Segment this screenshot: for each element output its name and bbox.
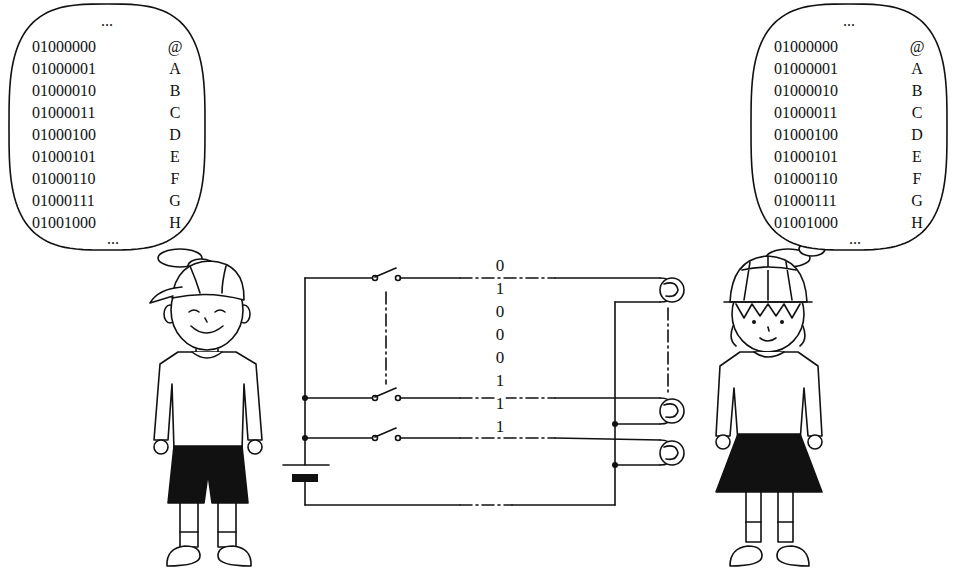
bit-digit: 1 — [495, 395, 506, 412]
character: D — [911, 127, 923, 143]
lamp-symbol — [660, 278, 684, 465]
bit-digit: 0 — [495, 349, 506, 366]
binary-code: 01000000 — [774, 39, 838, 55]
binary-code: 01000011 — [774, 105, 837, 121]
binary-code: 01000010 — [32, 83, 96, 99]
binary-code: 01000100 — [774, 127, 838, 143]
character: C — [912, 105, 923, 121]
thought-bubble: ... 01000000 @01000001 A 01000010 B 01000011 C 0… — [8, 3, 206, 251]
binary-code: 01000111 — [774, 193, 837, 209]
bubble-outline — [9, 4, 205, 250]
character: B — [170, 83, 181, 99]
character: F — [171, 171, 180, 187]
bubble-outline — [751, 4, 947, 250]
boy-figure — [150, 261, 262, 566]
binary-code: 01000010 — [774, 83, 838, 99]
character: D — [169, 127, 181, 143]
character: B — [912, 83, 923, 99]
ellipsis: ... — [843, 13, 855, 29]
character: H — [911, 215, 923, 231]
character: @ — [168, 39, 183, 55]
ellipsis: ... — [101, 13, 113, 29]
character: E — [170, 149, 180, 165]
bit-digit: 0 — [495, 303, 506, 320]
binary-code: 01001000 — [774, 215, 838, 231]
bit-digit: 0 — [495, 257, 506, 274]
binary-code: 01000101 — [774, 149, 838, 165]
binary-code: 01000001 — [32, 61, 96, 77]
bit-digit: 0 — [495, 326, 506, 343]
binary-code: 01001000 — [32, 215, 96, 231]
character: A — [169, 61, 181, 77]
binary-code: 01000110 — [32, 171, 95, 187]
girl-figure — [716, 256, 822, 566]
binary-code: 01000000 — [32, 39, 96, 55]
binary-code: 01000001 — [774, 61, 838, 77]
junction-dot — [302, 395, 618, 468]
character: @ — [910, 39, 925, 55]
binary-code: 01000011 — [32, 105, 95, 121]
character: G — [169, 193, 181, 209]
ellipsis: ... — [849, 231, 861, 247]
character: C — [170, 105, 181, 121]
character: H — [169, 215, 181, 231]
circuit — [283, 268, 684, 505]
binary-code: 01000111 — [32, 193, 95, 209]
switch-symbol — [373, 268, 401, 441]
battery-plate — [283, 464, 329, 466]
battery-plate — [292, 474, 318, 482]
ellipsis: ... — [107, 231, 119, 247]
bit-digit: 1 — [495, 280, 506, 297]
bit-digit: 1 — [495, 418, 506, 435]
bubble-tail — [158, 242, 825, 273]
character: E — [912, 149, 922, 165]
binary-code: 01000100 — [32, 127, 96, 143]
bit-digit: 1 — [495, 372, 506, 389]
thought-bubble: ... 01000000 @01000001 A 01000010 B 01000011 C 0… — [750, 3, 948, 251]
character: A — [911, 61, 923, 77]
binary-code: 01000101 — [32, 149, 96, 165]
character: G — [911, 193, 923, 209]
character: F — [913, 171, 922, 187]
binary-code: 01000110 — [774, 171, 837, 187]
